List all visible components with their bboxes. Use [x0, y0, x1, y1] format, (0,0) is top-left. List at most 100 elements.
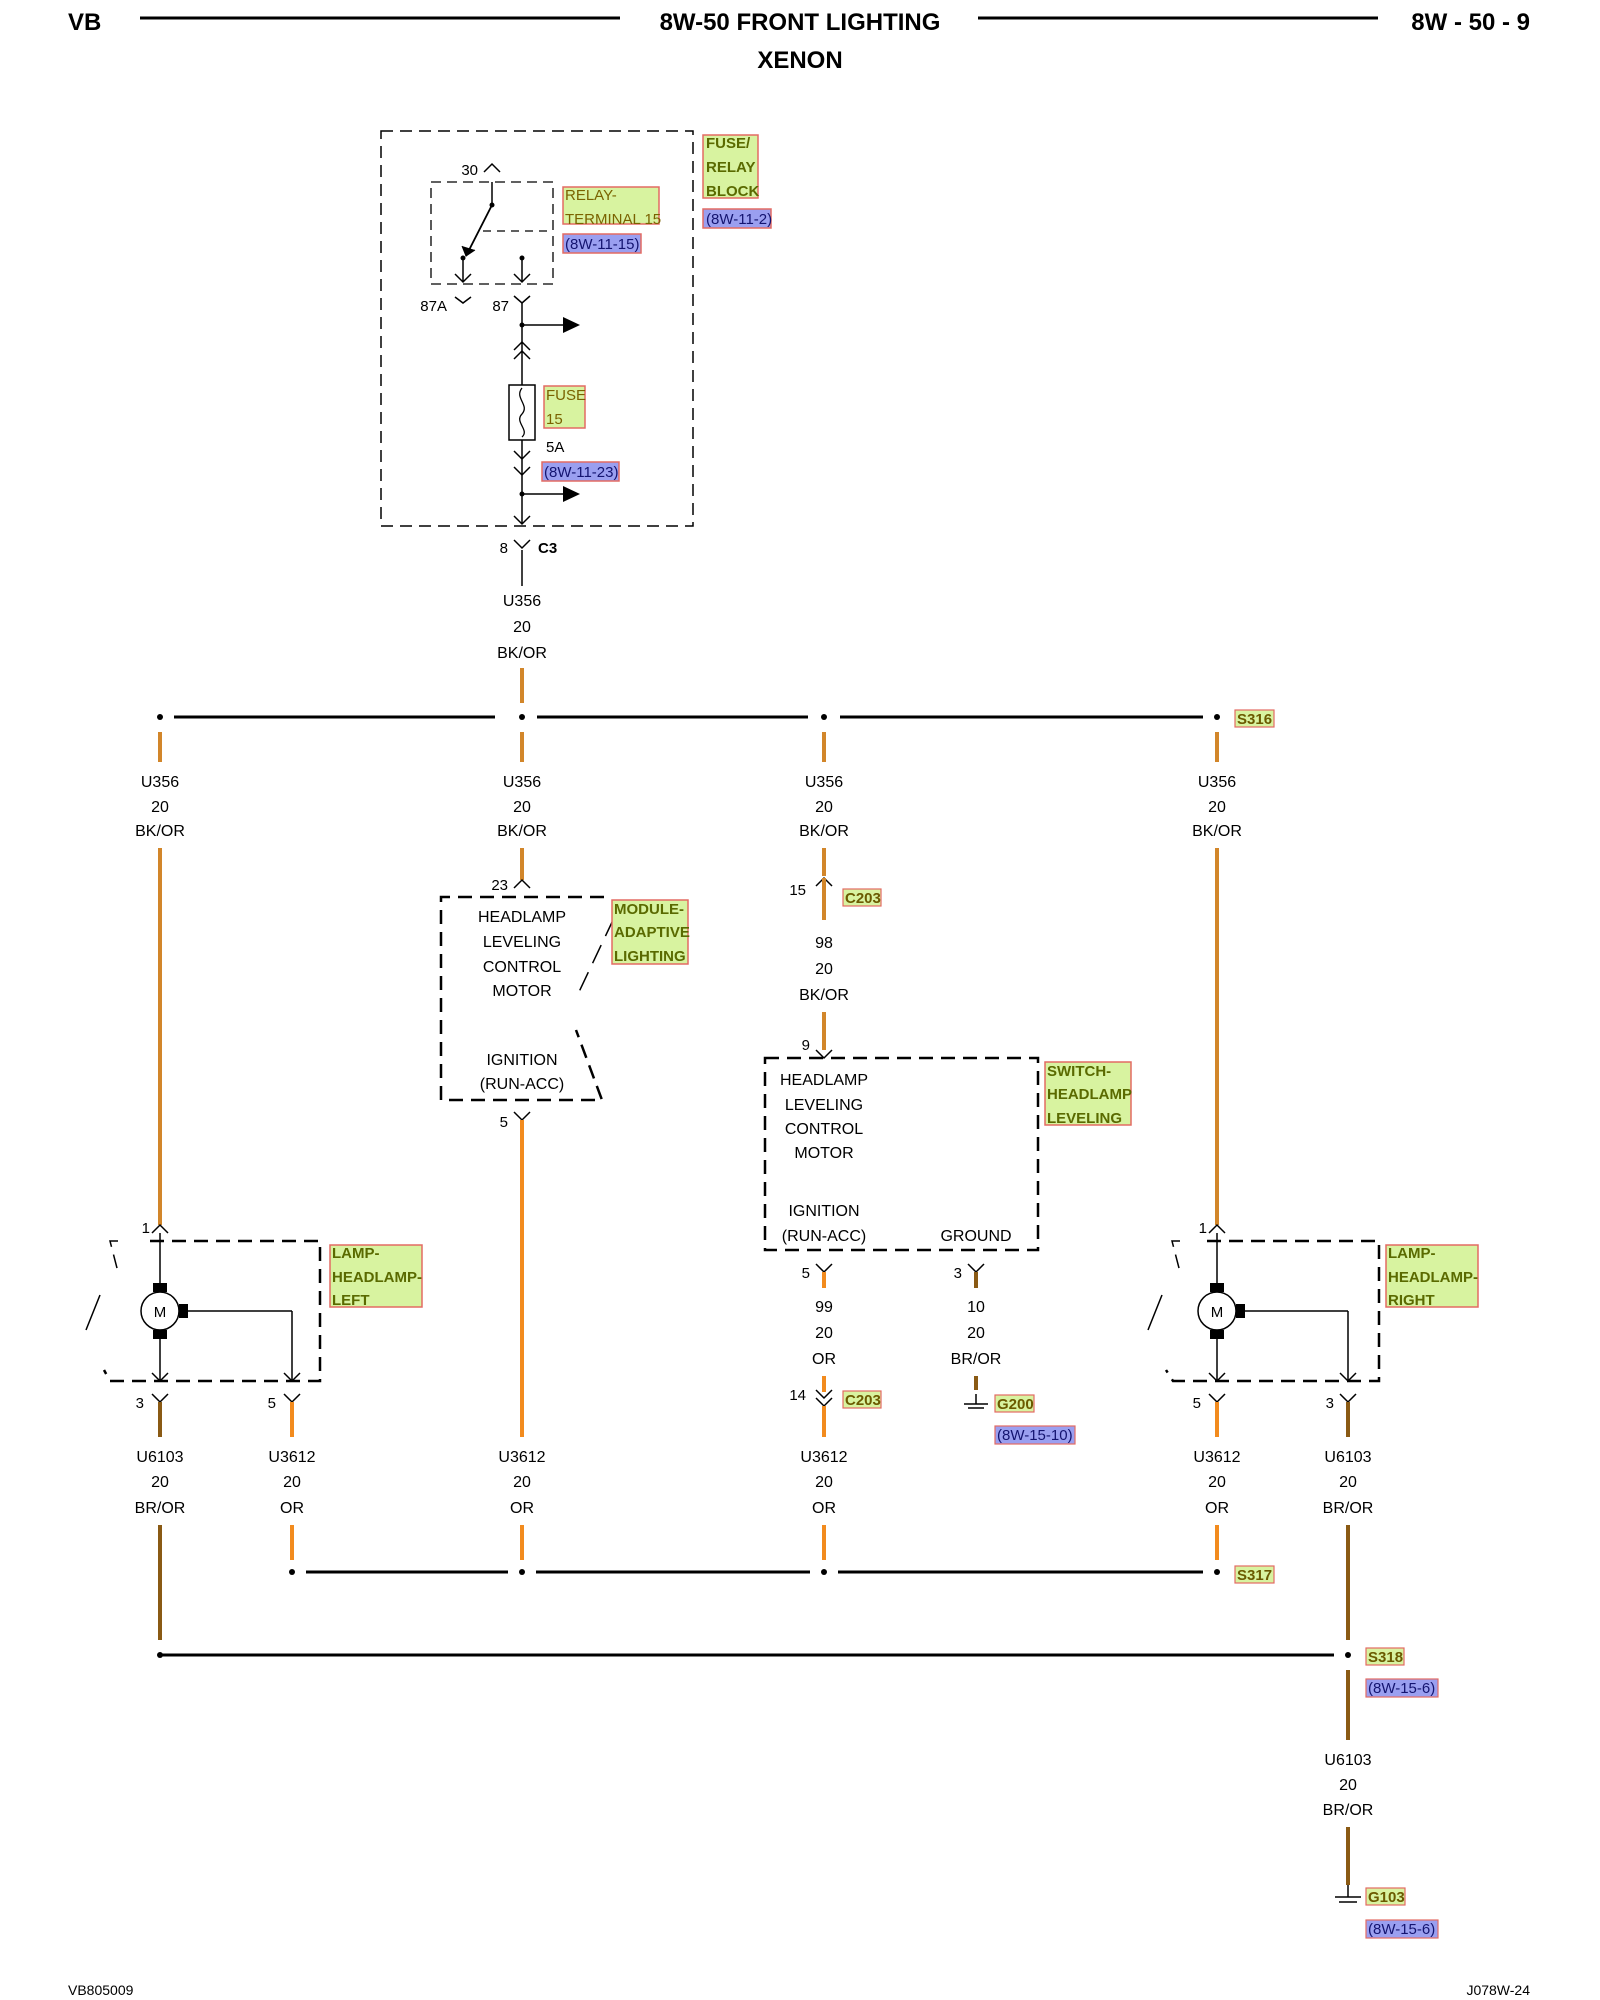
- lamp-right-in-connector-icon: [1208, 1223, 1226, 1234]
- module-pin-out: 5: [500, 1114, 508, 1131]
- splice-s316[interactable]: S316: [157, 709, 1275, 728]
- wire-10-gauge: 20: [967, 1325, 985, 1342]
- wire-98[interactable]: 98 20 BK/OR: [799, 935, 849, 1050]
- fuse-relay-block[interactable]: FUSE/ RELAY BLOCK (8W-11-2) 30 87A 87 RE…: [380, 130, 772, 527]
- bottom-wire-1[interactable]: U6103 20 BR/OR: [135, 1402, 186, 1640]
- module-label-2: ADAPTIVE: [614, 924, 690, 941]
- module-ign-2: (RUN-ACC): [480, 1076, 564, 1093]
- wire-98-circuit: 98: [815, 935, 833, 952]
- wire-ground-u6103[interactable]: U6103 20 BR/OR: [1323, 1670, 1374, 1885]
- bottom-wire-1-gauge: 20: [151, 1474, 169, 1491]
- branch-wire-3[interactable]: U356 20 BK/OR: [799, 732, 849, 876]
- s317-node-1: [289, 1569, 295, 1575]
- pin-87: 87: [492, 298, 509, 315]
- c203-bottom-tag: [842, 1390, 882, 1409]
- bottom-wire-1-circuit: U6103: [136, 1449, 183, 1466]
- module-tag: [611, 899, 689, 965]
- wire-10[interactable]: 10 20 BR/OR: [951, 1272, 1002, 1390]
- g200-ref-tag[interactable]: [994, 1425, 1076, 1445]
- lamp-left-signal-arrow-icon: [283, 1372, 301, 1383]
- splice-s318[interactable]: S318 (8W-15-6): [157, 1647, 1439, 1698]
- bottom-wire-5-gauge: 20: [1208, 1474, 1226, 1491]
- bottom-wire-4-gauge: 20: [815, 1474, 833, 1491]
- g200-ref[interactable]: (8W-15-10): [997, 1427, 1073, 1444]
- wire-ground-circuit: U6103: [1324, 1752, 1371, 1769]
- switch-ign-connector-icon: [815, 1263, 833, 1274]
- wire-ground-gauge: 20: [1339, 1777, 1357, 1794]
- fuse-block-ref[interactable]: (8W-11-2): [706, 211, 772, 228]
- bottom-wire-4[interactable]: U3612 20 OR: [800, 1406, 848, 1560]
- bottom-wire-5-color: OR: [1205, 1500, 1229, 1517]
- fuse-block-label-1: FUSE/: [706, 135, 751, 152]
- s316-node-1: [157, 714, 163, 720]
- bottom-wire-3-color: OR: [510, 1500, 534, 1517]
- fuse-block-ref-tag[interactable]: [702, 208, 772, 229]
- branch-wire-4[interactable]: U356 20 BK/OR: [1192, 732, 1242, 1225]
- relay-ref-tag[interactable]: [562, 233, 642, 254]
- s318-node-2: [1345, 1652, 1351, 1658]
- c203-bottom-label[interactable]: C203: [845, 1392, 881, 1409]
- fuse-block-outline: [380, 130, 694, 527]
- switch-ground-label: GROUND: [940, 1228, 1011, 1245]
- wire-99[interactable]: 99 20 OR: [812, 1272, 836, 1392]
- g200-label: G200: [997, 1396, 1034, 1413]
- connector-c203-bottom[interactable]: 14 C203: [789, 1387, 882, 1409]
- fuse-label-2: 15: [546, 411, 563, 428]
- c203-top-label[interactable]: C203: [845, 890, 881, 907]
- module-pin-in: 23: [491, 877, 508, 894]
- switch-headlamp-leveling[interactable]: 9 HEADLAMP LEVELING CONTROL MOTOR IGNITI…: [763, 1037, 1132, 1282]
- wire-main-circuit: U356: [503, 593, 541, 610]
- c203-pin-bottom: 14: [789, 1387, 806, 1404]
- c3-label[interactable]: C3: [538, 540, 557, 557]
- lamp-headlamp-right[interactable]: 1 M LAMP- HEADLAMP- RIGHT 5 3: [1147, 1220, 1479, 1412]
- g103-ref-tag[interactable]: [1365, 1919, 1439, 1939]
- lamp-left-pin-b-icon: [283, 1393, 301, 1404]
- lamp-left-outline: [102, 1239, 322, 1383]
- switch-text-1: HEADLAMP: [780, 1072, 868, 1089]
- switch-gnd-connector-icon: [967, 1263, 985, 1274]
- s318-label[interactable]: S318: [1368, 1649, 1403, 1666]
- bottom-wire-5-circuit: U3612: [1193, 1449, 1240, 1466]
- module-text-3: CONTROL: [483, 959, 561, 976]
- branch-wire-1[interactable]: U356 20 BK/OR: [135, 732, 185, 1225]
- s316-node-2: [519, 714, 525, 720]
- relay-label-2: TERMINAL 15: [565, 211, 661, 228]
- fuse-ref-tag[interactable]: [541, 461, 620, 482]
- connector-c203-top[interactable]: 15 C203: [789, 876, 882, 920]
- switch-label-3: LEVELING: [1047, 1110, 1122, 1127]
- branch-3-gauge: 20: [815, 799, 833, 816]
- wire-main-color: BK/OR: [497, 645, 547, 662]
- relay-ref[interactable]: (8W-11-15): [565, 236, 639, 253]
- s316-label[interactable]: S316: [1237, 711, 1272, 728]
- bottom-wire-3[interactable]: U3612 20 OR: [498, 1449, 546, 1560]
- switch-text-2: LEVELING: [785, 1097, 863, 1114]
- s317-label[interactable]: S317: [1237, 1567, 1272, 1584]
- lamp-headlamp-left[interactable]: 1 M LAMP- HEADLAMP- LEFT 3 5: [85, 1220, 423, 1412]
- branch-wire-2[interactable]: U356 20 BK/OR: [497, 732, 547, 880]
- splice-s317[interactable]: S317: [289, 1565, 1275, 1584]
- wire-main-gauge: 20: [513, 619, 531, 636]
- bottom-wire-6[interactable]: U6103 20 BR/OR: [1323, 1402, 1374, 1640]
- bottom-wire-5[interactable]: U3612 20 OR: [1193, 1402, 1241, 1560]
- lamp-left-pin-b: 5: [268, 1395, 276, 1412]
- ground-g103[interactable]: G103 (8W-15-6): [1335, 1885, 1439, 1939]
- s317-tag: [1234, 1565, 1275, 1584]
- switch-label-1: SWITCH-: [1047, 1063, 1111, 1080]
- fuse-out-arrow-icon: [563, 486, 580, 502]
- wire-10-circuit: 10: [967, 1299, 985, 1316]
- bottom-wire-2[interactable]: U3612 20 OR: [268, 1402, 316, 1560]
- g103-label: G103: [1368, 1889, 1405, 1906]
- switch-pin-in: 9: [802, 1037, 810, 1054]
- module-label-3: LIGHTING: [614, 948, 686, 965]
- lamp-right-motor-label: M: [1211, 1304, 1224, 1321]
- module-adaptive-lighting[interactable]: 23 HEADLAMP LEVELING CONTROL MOTOR IGNIT…: [439, 877, 690, 1437]
- fuse-ref[interactable]: (8W-11-23): [544, 464, 618, 481]
- wire-main-u356[interactable]: U356 20 BK/OR: [497, 550, 547, 703]
- fuse-label-1: FUSE: [546, 387, 586, 404]
- g103-tag: [1365, 1887, 1406, 1906]
- s318-ref-tag[interactable]: [1365, 1678, 1439, 1698]
- fuse-in-connector-icon: [513, 340, 531, 360]
- s318-ref[interactable]: (8W-15-6): [1368, 1680, 1435, 1697]
- ground-g200[interactable]: G200 (8W-15-10): [964, 1394, 1076, 1445]
- g103-ref[interactable]: (8W-15-6): [1368, 1921, 1435, 1938]
